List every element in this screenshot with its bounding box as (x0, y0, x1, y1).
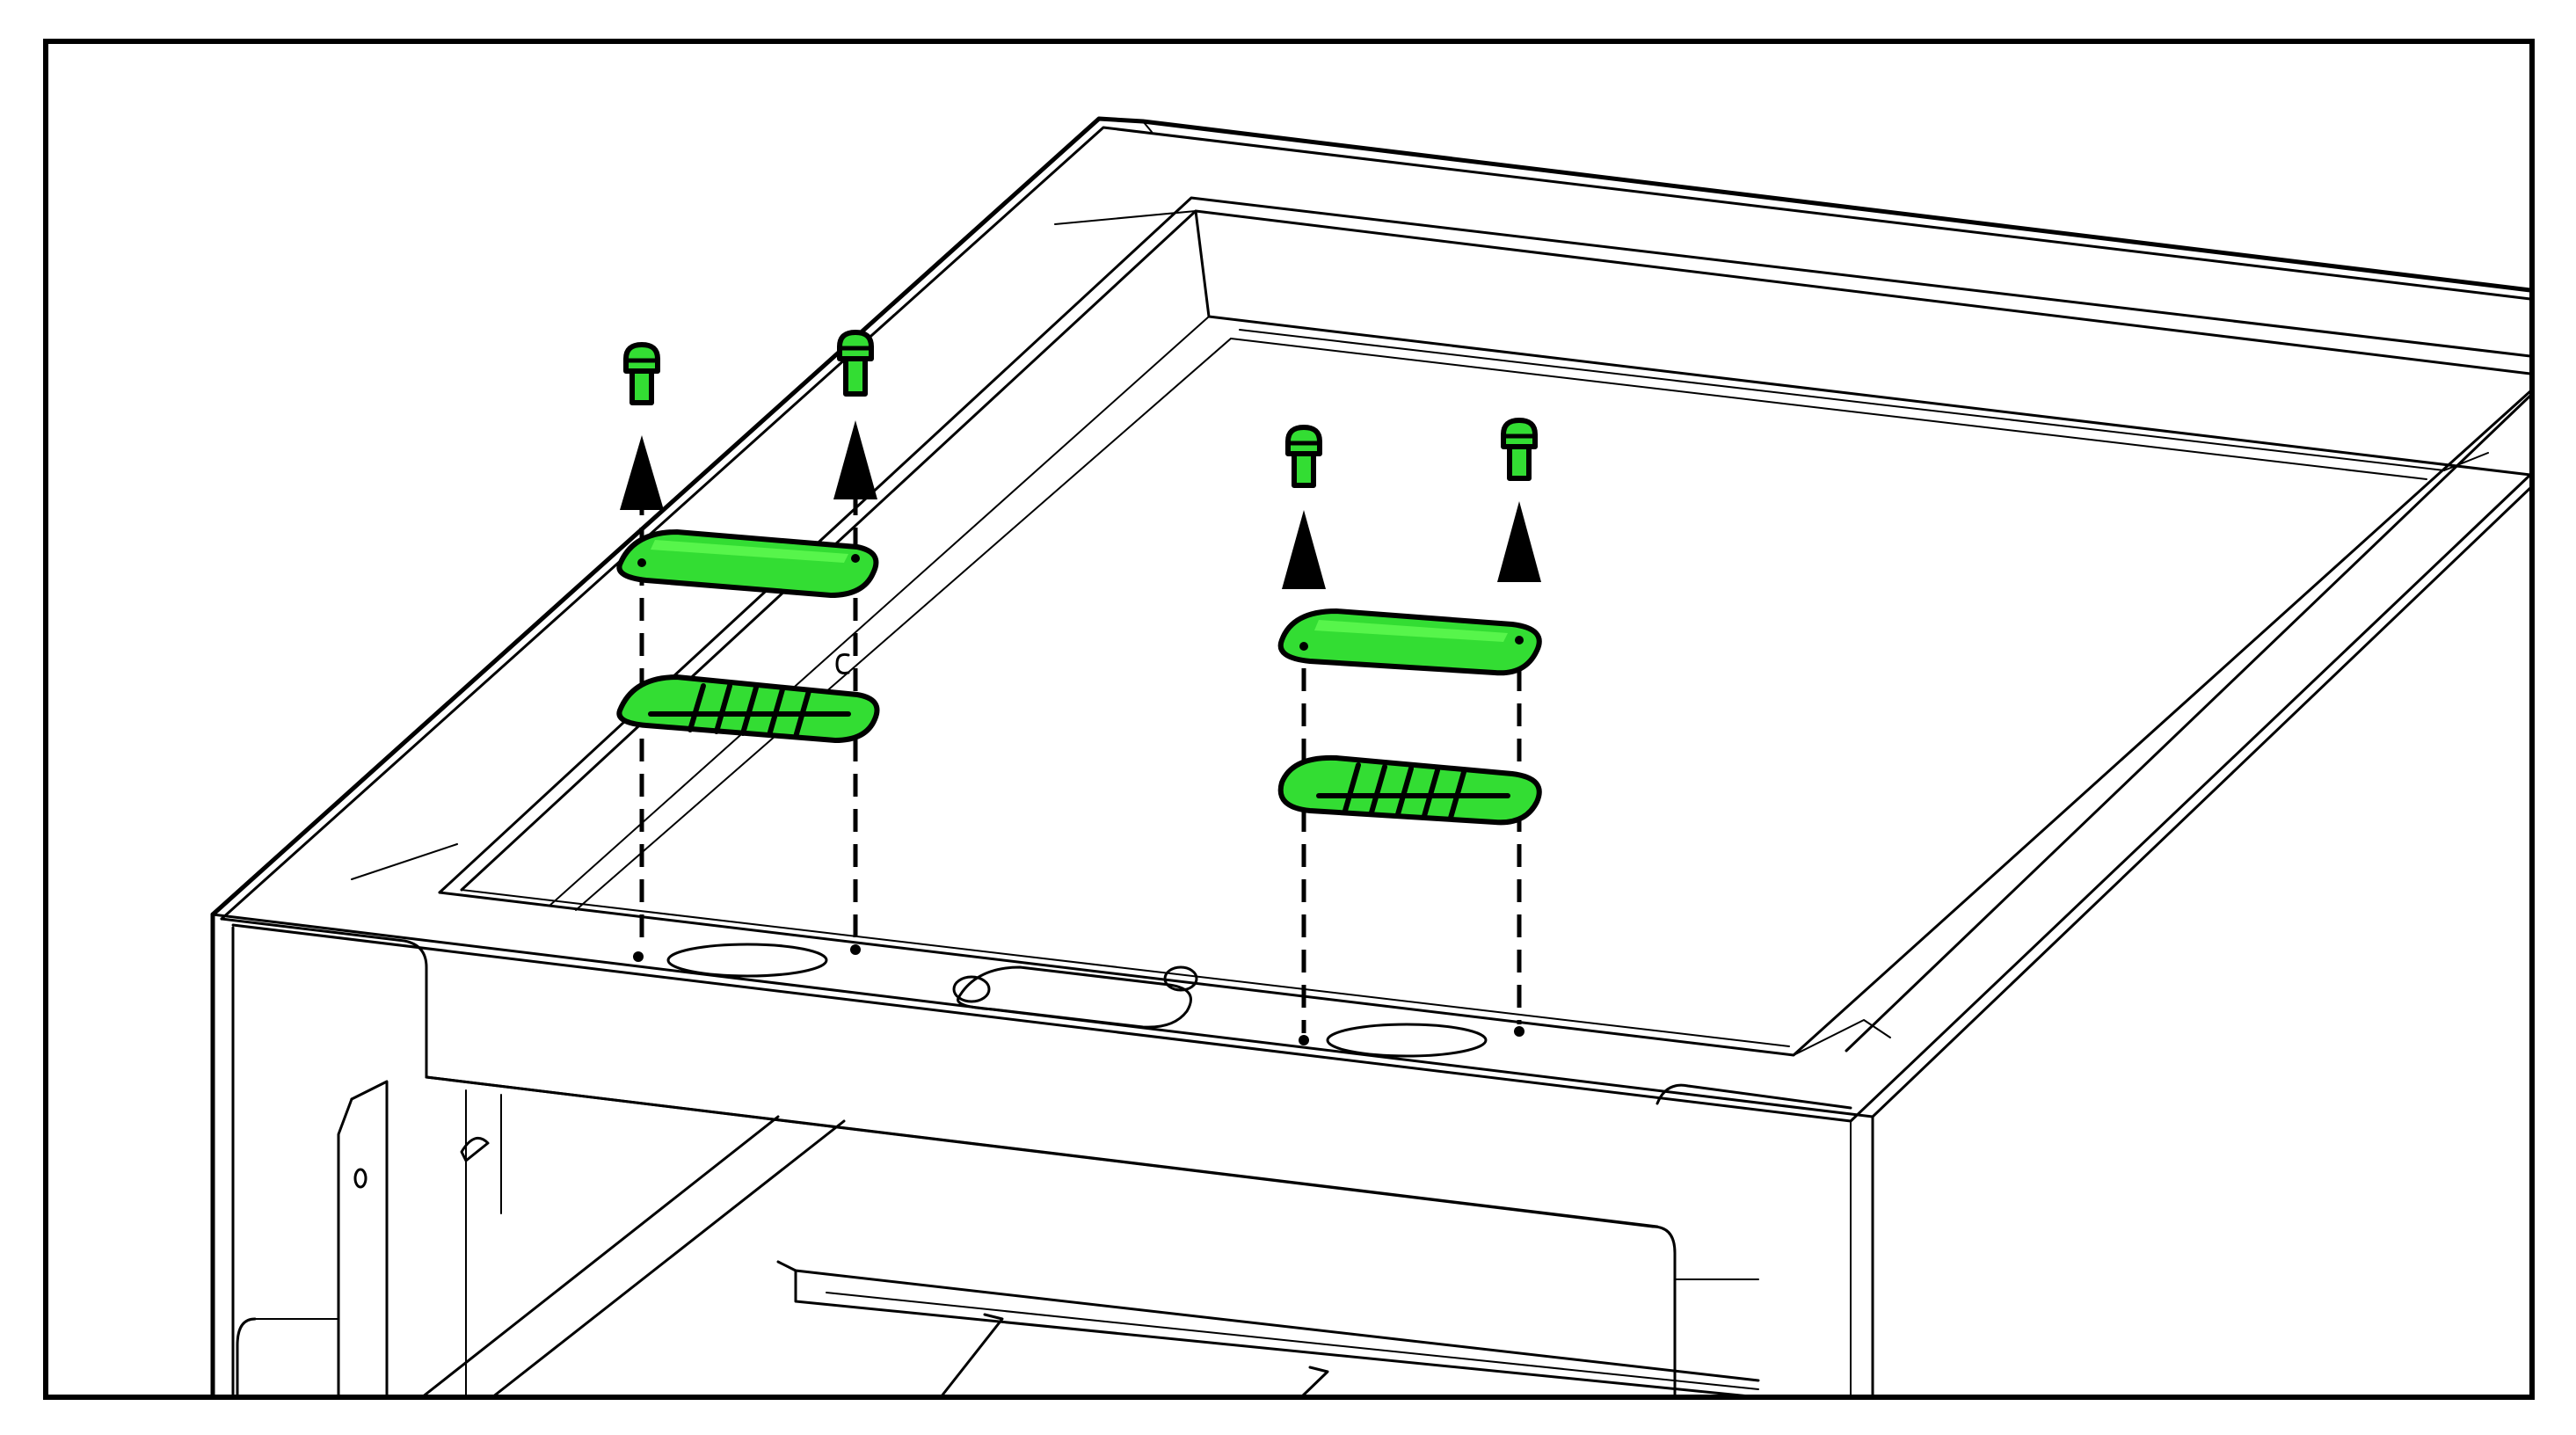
up-arrow-icon (620, 420, 1541, 589)
grill-icon (648, 683, 851, 739)
mesh-plate-left (616, 674, 880, 743)
mount-hole-1 (633, 951, 644, 962)
latch-plate (957, 965, 1192, 1029)
front-rail-oval-left (666, 943, 828, 978)
clip-mark (835, 653, 850, 674)
screw-right-inner (1501, 418, 1538, 481)
mount-hole-2 (850, 944, 861, 955)
front-rail-oval-right (1326, 1023, 1488, 1058)
screw-left-inner (837, 330, 874, 397)
cover-plate-right (1277, 608, 1542, 676)
cabinet-frame (210, 116, 2533, 1400)
figure-border (43, 39, 2535, 1400)
screw-right-outer (1285, 425, 1322, 488)
mesh-plate-right (1277, 754, 1542, 826)
mount-hole-3 (1299, 1035, 1309, 1045)
grill-icon (1316, 762, 1510, 820)
screw-left-outer (623, 342, 660, 405)
cover-plate-left (616, 529, 879, 598)
mount-hole-4 (1514, 1026, 1524, 1037)
